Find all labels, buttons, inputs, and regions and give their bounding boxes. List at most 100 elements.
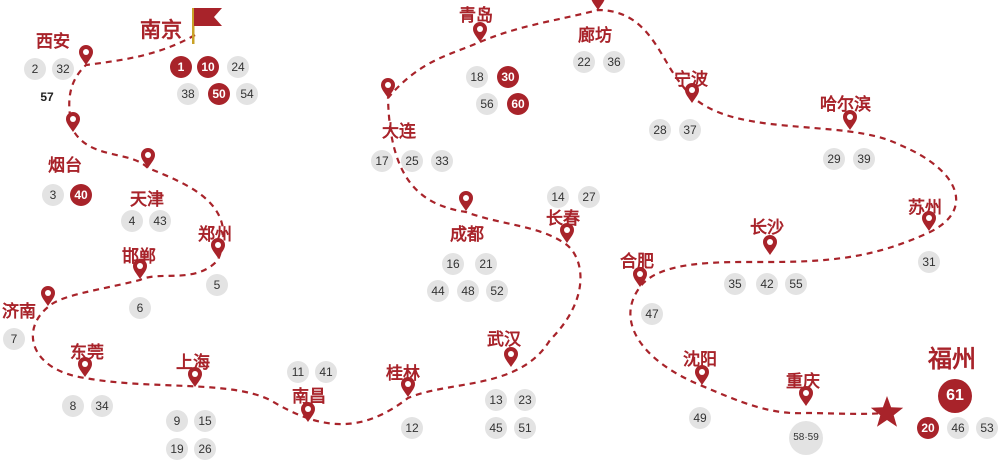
stop-number-badge: 3 [42,184,64,206]
stop-number-badge: 18 [466,66,488,88]
stop-number-badge: 13 [485,389,507,411]
map-pin-icon [591,0,605,10]
map-pin-icon [141,148,155,168]
stop-number-badge: 14 [547,186,569,208]
stop-number-badge: 15 [194,410,216,432]
stop-number-badge: 50 [208,83,230,105]
city-label-xian: 西安 [36,32,70,52]
stop-number-badge: 1 [170,56,192,78]
stop-number-badge: 17 [371,150,393,172]
stop-number-badge: 61 [938,379,972,413]
map-pin-icon [685,83,699,103]
stop-number-badge: 5 [206,274,228,296]
stop-number-badge: 33 [431,150,453,172]
stop-number-badge: 56 [476,93,498,115]
map-pin-icon [843,110,857,130]
stop-number-badge: 40 [70,184,92,206]
city-label-qingdao: 青岛 [459,6,493,26]
stop-number-badge: 11 [287,361,309,383]
city-label-fuzhou: 福州 [928,345,976,373]
city-label-nanchang: 南昌 [292,387,326,407]
city-label-tianjin: 天津 [130,190,164,210]
route-line [31,8,958,426]
map-pin-icon [695,365,709,385]
city-label-dalian: 大连 [382,122,416,142]
stop-number-badge: 31 [918,251,940,273]
map-pin-icon [79,45,93,65]
stop-number-badge: 19 [166,438,188,460]
stop-number-badge: 32 [52,58,74,80]
city-label-chongqing: 重庆 [786,372,820,392]
city-label-jinan: 济南 [2,302,36,322]
finish-star-icon [870,396,904,427]
stop-number-badge: 51 [514,417,536,439]
map-pin-icon [560,223,574,243]
stop-number-badge: 27 [578,186,600,208]
stop-number-badge: 2 [24,58,46,80]
stop-number-badge: 57 [36,86,58,108]
map-pin-icon [188,367,202,387]
map-pin-icon [633,267,647,287]
map-pin-icon [473,22,487,42]
stop-number-badge: 36 [603,51,625,73]
city-label-dongguan: 东莞 [70,343,104,363]
stop-number-badge: 60 [507,93,529,115]
stop-number-badge: 12 [401,417,423,439]
city-label-changchun: 长春 [546,209,580,229]
map-pin-icon [763,235,777,255]
city-label-chengdu: 成都 [450,225,484,245]
stop-number-badge: 23 [514,389,536,411]
stop-number-badge: 52 [486,280,508,302]
city-label-zhengzhou: 郑州 [198,225,232,245]
map-pin-icon [401,377,415,397]
stop-number-badge: 55 [785,273,807,295]
stop-number-badge: 6 [129,297,151,319]
city-label-ningbo: 宁波 [674,70,708,90]
stop-number-badge: 26 [194,438,216,460]
city-label-yantai: 烟台 [48,156,82,176]
map-pin-icon [211,238,225,258]
city-label-haerbin: 哈尔滨 [820,95,871,115]
stop-number-badge: 24 [227,56,249,78]
stop-number-badge: 22 [573,51,595,73]
city-label-wuhan: 武汉 [487,330,521,350]
city-label-langfang: 廊坊 [578,26,612,46]
city-label-handan: 邯郸 [122,247,156,267]
stop-number-badge: 21 [475,253,497,275]
stop-number-badge: 29 [823,148,845,170]
stop-number-badge: 39 [853,148,875,170]
city-label-shenyang: 沈阳 [683,350,717,370]
stop-number-badge: 47 [641,303,663,325]
city-label-suzhou: 苏州 [908,198,942,218]
stop-number-badge: 8 [62,395,84,417]
map-pin-icon [301,402,315,422]
stop-number-badge: 48 [457,280,479,302]
stop-number-badge: 43 [149,210,171,232]
city-label-hefei: 合肥 [620,252,654,272]
stop-number-badge: 45 [485,417,507,439]
stop-number-badge: 10 [197,56,219,78]
stop-number-badge: 7 [3,328,25,350]
stop-number-badge: 35 [724,273,746,295]
stop-number-badge: 25 [401,150,423,172]
city-label-nanjing: 南京 [140,18,182,42]
map-pin-icon [133,259,147,279]
stop-number-badge: 9 [166,410,188,432]
stop-number-badge: 41 [315,361,337,383]
stop-number-badge: 20 [917,417,939,439]
stop-number-badge: 30 [497,66,519,88]
city-label-shanghai: 上海 [176,353,210,373]
stop-number-badge: 49 [689,407,711,429]
stop-number-badge: 42 [756,273,778,295]
map-pin-icon [504,347,518,367]
city-label-guilin: 桂林 [386,364,420,384]
stop-number-badge: 28 [649,119,671,141]
stop-number-badge: 46 [947,417,969,439]
start-flag-icon [192,8,222,44]
city-label-changsha: 长沙 [750,218,784,238]
map-pin-icon [459,191,473,211]
map-pin-icon [66,112,80,132]
stop-number-badge: 44 [427,280,449,302]
stop-number-badge: 4 [121,210,143,232]
stop-number-badge: 16 [442,253,464,275]
